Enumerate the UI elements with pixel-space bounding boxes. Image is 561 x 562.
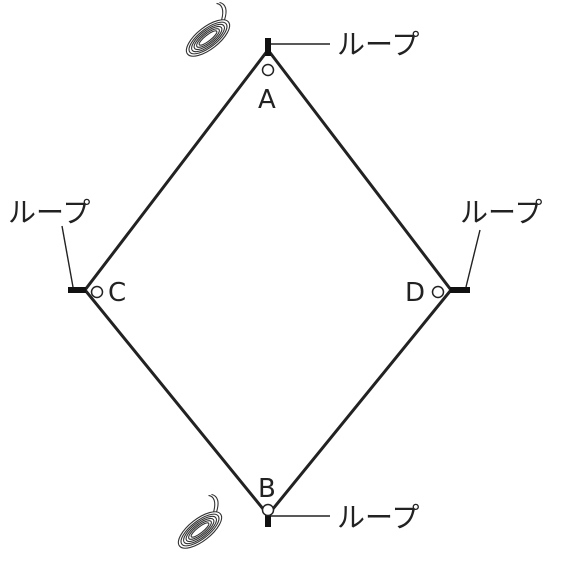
loop-bar-top [265,38,271,56]
ring-b [261,503,275,517]
rope-outline [83,47,453,518]
leader-right [465,229,481,288]
loop-label-left: ループ [8,196,90,229]
loop-label-bottom: ループ [337,501,419,534]
corner-label-a: A [258,85,276,115]
corner-label-b: B [258,474,276,504]
ring-c [90,285,104,299]
loop-bar-left [68,287,86,293]
loop-label-right: ループ [460,196,542,229]
rope-coil-icon [177,493,223,549]
loop-label-top: ループ [337,28,419,61]
rope-coil-icon [185,1,231,57]
ring-a [261,63,275,77]
loop-bar-right [450,287,470,293]
corner-label-c: C [108,278,126,308]
ring-d [431,285,445,299]
loop-bar-bottom [265,509,271,527]
leader-left [61,225,74,288]
corner-label-d: D [405,278,425,308]
